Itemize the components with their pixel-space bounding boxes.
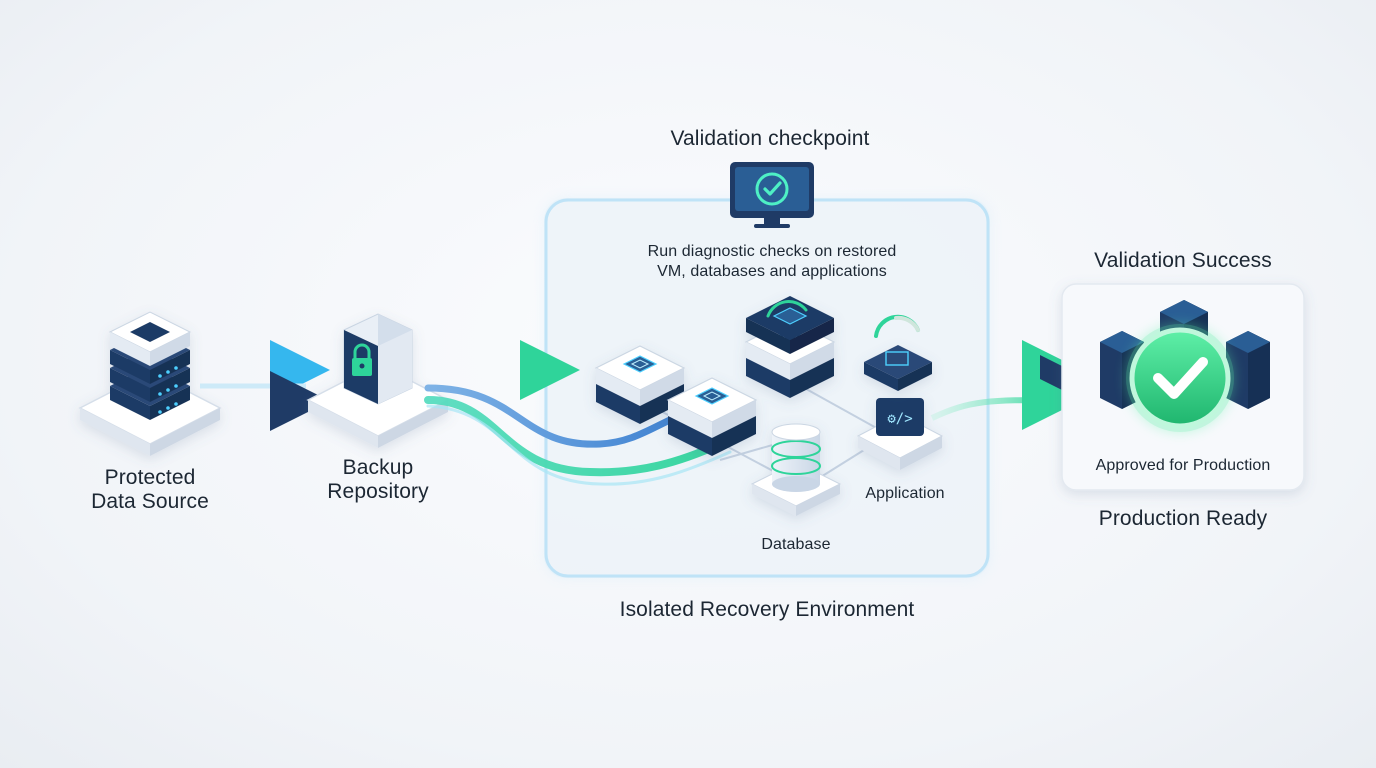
success-title: Validation Success xyxy=(1094,249,1272,272)
source-label-line2: Data Source xyxy=(91,490,209,513)
check-circle-icon xyxy=(1126,324,1234,432)
svg-text:⚙/>: ⚙/> xyxy=(887,411,912,427)
database-label: Database xyxy=(761,536,831,553)
checkpoint-description: Run diagnostic checks on restored VM, da… xyxy=(592,242,952,282)
source-server-icon xyxy=(79,311,221,457)
application-label: Application xyxy=(865,485,945,502)
approved-label: Approved for Production xyxy=(1095,457,1271,474)
source-label: Protected Data Source xyxy=(64,466,236,514)
application-code-icon: ⚙/> xyxy=(856,398,944,470)
backup-label-line2: Repository xyxy=(327,480,429,503)
progress-arc-icon xyxy=(766,300,808,318)
flow-arrows-environment-to-success xyxy=(930,340,1100,431)
checkpoint-desc-line2: VM, databases and applications xyxy=(657,263,887,280)
monitor-check-icon xyxy=(730,162,814,228)
backup-label: Backup Repository xyxy=(298,456,458,504)
flow-arrows-source-to-backup xyxy=(200,340,330,431)
database-icon xyxy=(750,423,842,516)
backup-lock-icon xyxy=(307,313,449,449)
backup-label-line1: Backup xyxy=(342,456,414,479)
restored-vm-icon xyxy=(595,296,835,457)
source-label-line1: Protected xyxy=(104,466,196,489)
checkpoint-title: Validation checkpoint xyxy=(670,127,870,150)
application-block-icon xyxy=(864,345,932,391)
flow-arrows-backup-to-environment xyxy=(424,340,732,486)
environment-label: Isolated Recovery Environment xyxy=(619,598,915,621)
production-ready-label: Production Ready xyxy=(1098,507,1268,530)
checkpoint-desc-line1: Run diagnostic checks on restored xyxy=(647,243,897,260)
